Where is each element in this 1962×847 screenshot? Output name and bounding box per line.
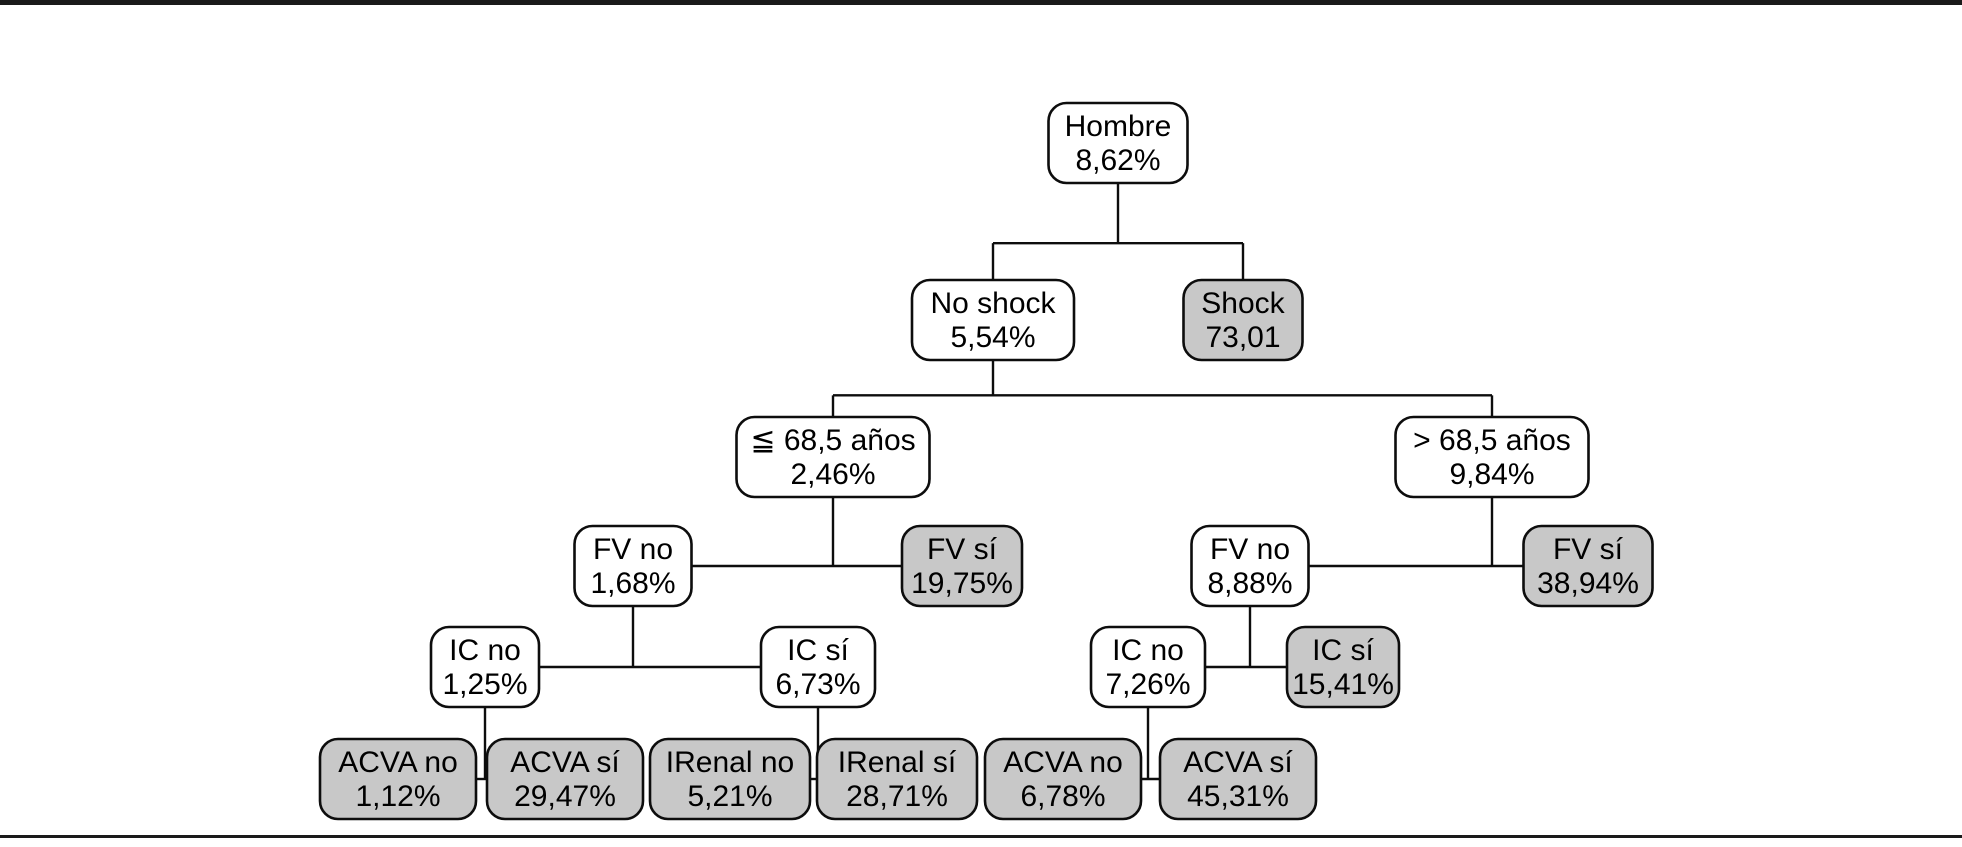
node-label-irenal-no: IRenal no bbox=[666, 746, 794, 779]
node-value-fv-si-l: 19,75% bbox=[911, 567, 1013, 600]
node-value-ic-si-l: 6,73% bbox=[775, 668, 860, 701]
terminal-node-box-irenal-no[interactable] bbox=[648, 737, 812, 821]
node-value-shock: 73,01 bbox=[1205, 321, 1280, 354]
tree-node-fv-no-r[interactable]: FV no8,88% bbox=[1190, 524, 1310, 608]
node-label-ic-no-l: IC no bbox=[449, 634, 521, 667]
terminal-node-box-fv-si-l[interactable] bbox=[900, 524, 1024, 608]
tree-node-irenal-no[interactable]: IRenal no5,21% bbox=[648, 737, 812, 821]
bottom-rule bbox=[0, 835, 1962, 838]
node-value-fv-no-r: 8,88% bbox=[1207, 567, 1292, 600]
node-label-fv-no-r: FV no bbox=[1210, 533, 1290, 566]
terminal-node-box-acva-no-1[interactable] bbox=[318, 737, 478, 821]
node-label-no-shock: No shock bbox=[930, 287, 1056, 320]
terminal-node-box-acva-no-2[interactable] bbox=[983, 737, 1143, 821]
node-value-acva-no-2: 6,78% bbox=[1020, 780, 1105, 813]
tree-node-fv-no-l[interactable]: FV no1,68% bbox=[573, 524, 693, 608]
node-label-fv-no-l: FV no bbox=[593, 533, 673, 566]
internal-node-box-no-shock[interactable] bbox=[910, 278, 1076, 362]
internal-node-box-age-le[interactable] bbox=[735, 415, 931, 499]
tree-node-acva-no-2[interactable]: ACVA no6,78% bbox=[983, 737, 1143, 821]
tree-node-ic-no-r[interactable]: IC no7,26% bbox=[1089, 625, 1207, 709]
node-value-ic-no-r: 7,26% bbox=[1105, 668, 1190, 701]
node-value-acva-si-1: 29,47% bbox=[514, 780, 616, 813]
node-label-irenal-si: IRenal sí bbox=[838, 746, 957, 779]
internal-node-box-age-gt[interactable] bbox=[1394, 415, 1590, 499]
node-label-fv-si-l: FV sí bbox=[927, 533, 998, 566]
node-label-shock: Shock bbox=[1201, 287, 1285, 320]
node-value-ic-no-l: 1,25% bbox=[442, 668, 527, 701]
top-rule bbox=[0, 0, 1962, 5]
node-value-fv-si-r: 38,94% bbox=[1537, 567, 1639, 600]
terminal-node-box-acva-si-2[interactable] bbox=[1158, 737, 1318, 821]
node-value-irenal-si: 28,71% bbox=[846, 780, 948, 813]
node-value-no-shock: 5,54% bbox=[950, 321, 1035, 354]
internal-node-box-ic-si-l[interactable] bbox=[759, 625, 877, 709]
node-value-ic-si-r: 15,41% bbox=[1292, 668, 1394, 701]
terminal-node-box-irenal-si[interactable] bbox=[815, 737, 979, 821]
node-value-fv-no-l: 1,68% bbox=[590, 567, 675, 600]
node-value-acva-si-2: 45,31% bbox=[1187, 780, 1289, 813]
node-value-irenal-no: 5,21% bbox=[687, 780, 772, 813]
node-label-acva-no-2: ACVA no bbox=[1003, 746, 1123, 779]
node-label-ic-si-l: IC sí bbox=[787, 634, 849, 667]
node-label-age-le: ≦ 68,5 años bbox=[750, 424, 915, 457]
node-label-fv-si-r: FV sí bbox=[1553, 533, 1624, 566]
internal-node-box-ic-no-l[interactable] bbox=[429, 625, 541, 709]
internal-node-box-fv-no-r[interactable] bbox=[1190, 524, 1310, 608]
internal-node-box-root[interactable] bbox=[1047, 101, 1189, 185]
node-label-root: Hombre bbox=[1065, 110, 1172, 143]
node-label-ic-no-r: IC no bbox=[1112, 634, 1184, 667]
node-value-acva-no-1: 1,12% bbox=[355, 780, 440, 813]
node-label-age-gt: > 68,5 años bbox=[1413, 424, 1571, 457]
terminal-node-box-fv-si-r[interactable] bbox=[1522, 524, 1654, 608]
node-label-acva-si-1: ACVA sí bbox=[510, 746, 620, 779]
terminal-node-box-ic-si-r[interactable] bbox=[1285, 625, 1401, 709]
node-label-acva-no-1: ACVA no bbox=[338, 746, 458, 779]
tree-node-acva-no-1[interactable]: ACVA no1,12% bbox=[318, 737, 478, 821]
tree-node-ic-no-l[interactable]: IC no1,25% bbox=[429, 625, 541, 709]
node-value-age-le: 2,46% bbox=[790, 458, 875, 491]
node-label-acva-si-2: ACVA sí bbox=[1183, 746, 1293, 779]
tree-links bbox=[476, 183, 1524, 781]
tree-node-ic-si-l[interactable]: IC sí6,73% bbox=[759, 625, 877, 709]
internal-node-box-ic-no-r[interactable] bbox=[1089, 625, 1207, 709]
terminal-node-box-shock[interactable] bbox=[1182, 278, 1304, 362]
node-value-root: 8,62% bbox=[1075, 144, 1160, 177]
node-value-age-gt: 9,84% bbox=[1449, 458, 1534, 491]
internal-node-box-fv-no-l[interactable] bbox=[573, 524, 693, 608]
terminal-node-box-acva-si-1[interactable] bbox=[485, 737, 645, 821]
node-label-ic-si-r: IC sí bbox=[1312, 634, 1374, 667]
